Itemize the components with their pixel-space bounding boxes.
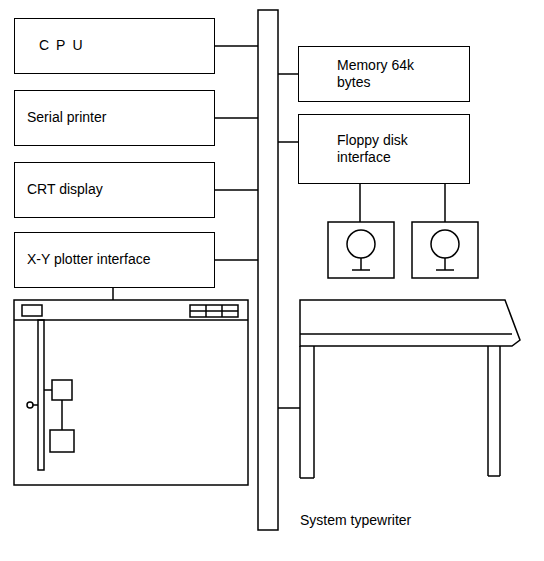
box-label: Memory 64k bytes xyxy=(337,57,417,92)
floppy-drive-illustration xyxy=(328,222,394,278)
drive-wire xyxy=(359,184,361,222)
system-bus xyxy=(258,10,278,530)
bus-wire xyxy=(278,141,298,143)
component-box: Serial printer xyxy=(14,90,215,146)
bus-wire xyxy=(215,45,258,47)
box-label: X-Y plotter interface xyxy=(27,251,150,269)
box-label: Floppy disk interface xyxy=(337,132,447,167)
bus-wire xyxy=(278,407,300,409)
box-label: CRT display xyxy=(27,181,103,199)
bus-wire xyxy=(215,189,258,191)
bus-wire xyxy=(278,73,298,75)
component-box: CRT display xyxy=(14,162,215,218)
plotter-wire xyxy=(112,288,114,300)
floppy-drive-illustration xyxy=(412,222,478,278)
bus-wire xyxy=(215,259,258,261)
component-box: Floppy disk interface xyxy=(298,114,470,184)
xy-plotter-illustration xyxy=(14,300,248,485)
component-box: Memory 64k bytes xyxy=(298,46,470,102)
bus-wire xyxy=(215,117,258,119)
component-box: CPU xyxy=(14,18,215,74)
typewriter-illustration xyxy=(300,300,520,478)
drive-wire xyxy=(444,184,446,222)
device-label: System typewriter xyxy=(300,512,411,528)
box-label: CPU xyxy=(39,37,90,55)
component-box: X-Y plotter interface xyxy=(14,232,215,288)
box-label: Serial printer xyxy=(27,109,106,127)
